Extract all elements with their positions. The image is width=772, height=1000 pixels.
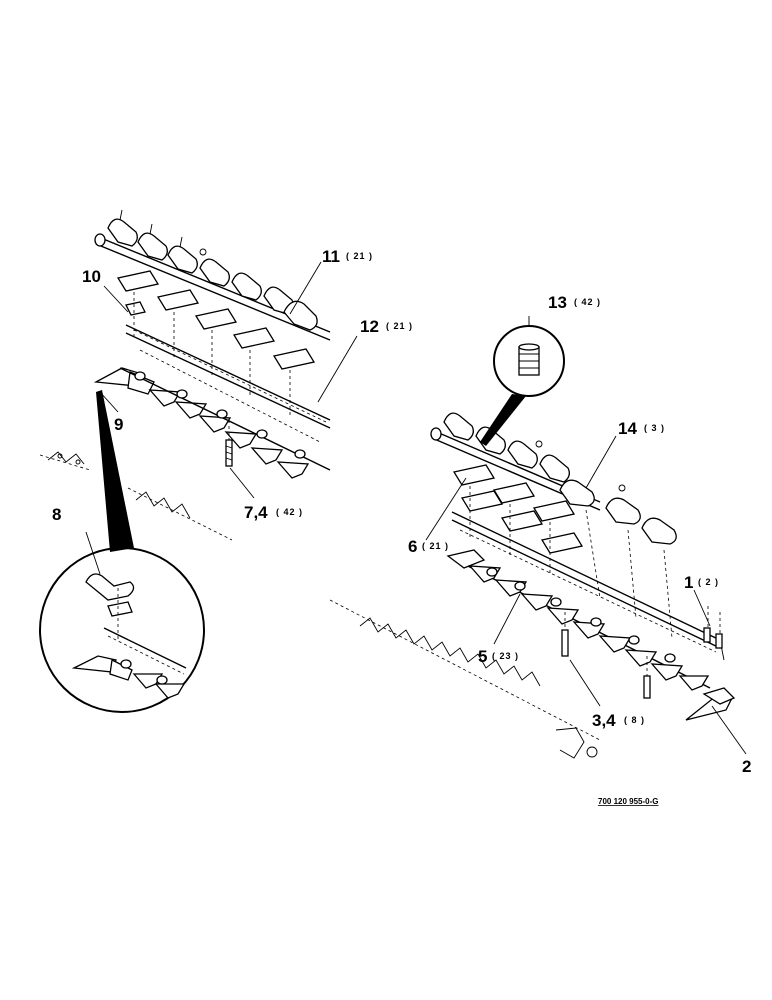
- left-wear-plates: [116, 270, 316, 370]
- callout-2: 2: [742, 757, 751, 776]
- callout-6-number: 6: [408, 537, 417, 556]
- callout-5-qty: ( 23 ): [492, 651, 519, 661]
- right-wear-plates: [452, 464, 584, 554]
- callout-13-number: 13: [548, 293, 567, 312]
- callout-8-number: 8: [52, 505, 61, 524]
- right-assembly: [329, 412, 736, 759]
- callout-1: 1 ( 2 ): [684, 573, 719, 592]
- detail-circle-13: [480, 325, 565, 446]
- callout-11-number: 11: [322, 247, 340, 266]
- callout-8: 8: [52, 505, 61, 524]
- callout-10-number: 10: [82, 267, 101, 286]
- callout-14: 14 ( 3 ): [618, 419, 665, 438]
- callout-7-4-number: 7,4: [244, 503, 268, 522]
- right-hold-down-clips: [430, 412, 677, 545]
- callout-11: 11 ( 21 ): [322, 247, 373, 266]
- callout-14-number: 14: [618, 419, 637, 438]
- left-guards: [93, 367, 331, 479]
- left-assembly: [39, 209, 331, 541]
- callout-12: 12 ( 21 ): [360, 317, 413, 336]
- callout-14-qty: ( 3 ): [644, 423, 665, 433]
- callout-6-qty: ( 21 ): [422, 541, 449, 551]
- callout-11-qty: ( 21 ): [346, 251, 373, 261]
- left-bolt: [225, 439, 233, 467]
- callout-13: 13 ( 42 ): [548, 293, 601, 312]
- callout-10: 10: [82, 267, 101, 286]
- callout-12-qty: ( 21 ): [386, 321, 413, 331]
- callout-2-number: 2: [742, 757, 751, 776]
- callout-3-4-qty: ( 8 ): [624, 715, 645, 725]
- callout-7-4-qty: ( 42 ): [276, 507, 303, 517]
- callout-9: 9: [114, 415, 123, 434]
- callout-12-number: 12: [360, 317, 379, 336]
- drawing-number: 700 120 955-0-G: [598, 797, 659, 806]
- callout-7-4: 7,4 ( 42 ): [244, 503, 303, 522]
- callout-1-number: 1: [684, 573, 693, 592]
- callout-6: 6 ( 21 ): [408, 537, 449, 556]
- callout-3-4-number: 3,4: [592, 711, 616, 730]
- callout-13-qty: ( 42 ): [574, 297, 601, 307]
- left-hold-down-clips: [94, 209, 331, 341]
- callout-3-4: 3,4 ( 8 ): [592, 711, 645, 730]
- callout-1-qty: ( 2 ): [698, 577, 719, 587]
- callout-9-number: 9: [114, 415, 123, 434]
- callout-5-number: 5: [478, 647, 487, 666]
- leader-lines: [85, 261, 747, 755]
- right-guards: [446, 549, 736, 721]
- callout-5: 5 ( 23 ): [478, 647, 519, 666]
- left-knife-back-bar: [125, 324, 331, 443]
- detail-circle-8: [39, 390, 205, 713]
